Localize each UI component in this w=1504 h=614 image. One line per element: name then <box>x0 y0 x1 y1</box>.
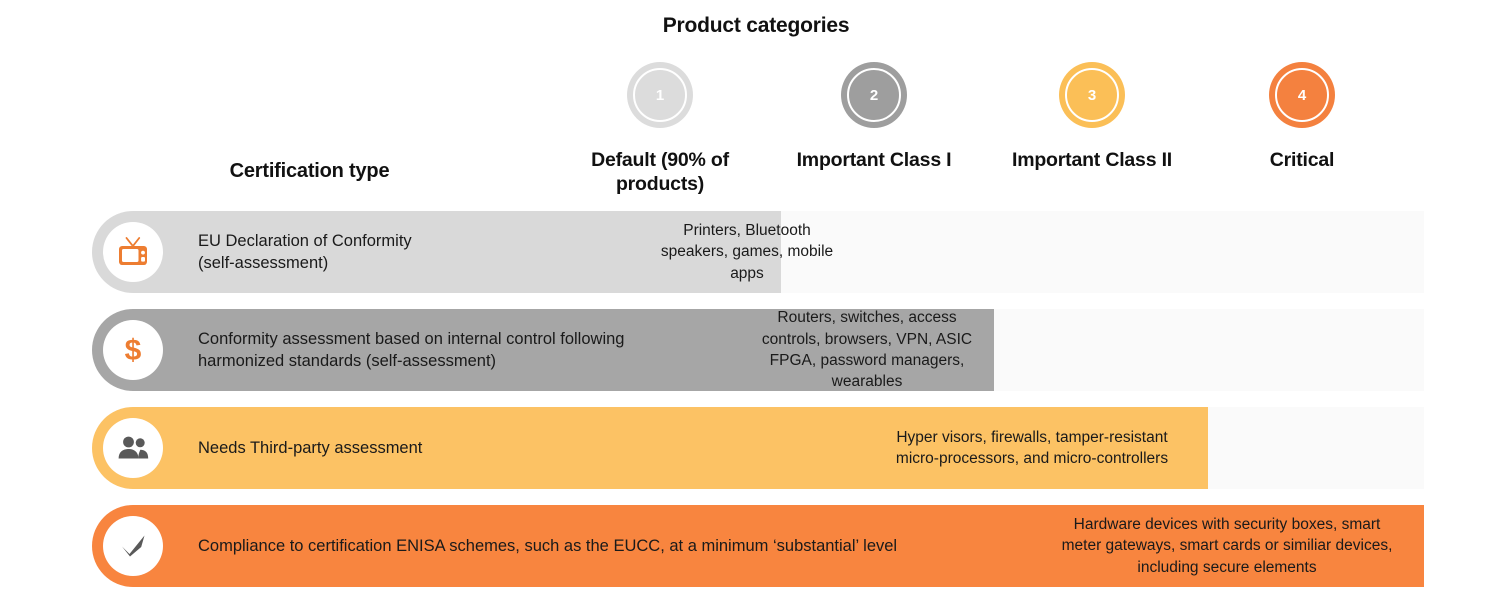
category-badge-ring-2 <box>847 68 901 122</box>
category-badge-1: 1 <box>627 62 693 128</box>
header-row: Certification type 1 Default (90% of pro… <box>0 0 1504 205</box>
row-example-3: Hyper visors, firewalls, tamper-resistan… <box>895 428 1169 467</box>
category-column-2: 2 Important Class I <box>774 62 974 173</box>
row-icon-badge-1 <box>103 222 163 282</box>
row-description-2: Conformity assessment based on internal … <box>198 329 625 370</box>
row-description-4: Compliance to certification ENISA scheme… <box>198 536 898 555</box>
retro-tv-icon <box>116 236 150 268</box>
category-column-4: 4 Critical <box>1202 62 1402 173</box>
category-number-2: 2 <box>869 86 879 104</box>
row-fill-3 <box>92 407 1208 489</box>
row-example-1: Printers, Bluetooth speakers, games, mob… <box>660 221 834 282</box>
category-label-1: Default (90% of products) <box>591 149 729 195</box>
row-icon-badge-2: $ <box>103 320 163 380</box>
category-badge-ring-4 <box>1275 68 1329 122</box>
category-badge-4: 4 <box>1269 62 1335 128</box>
category-label-4: Critical <box>1269 149 1335 171</box>
table-row: Compliance to certification ENISA scheme… <box>92 505 1424 587</box>
table-row: $ Conformity assessment based on interna… <box>92 309 1424 391</box>
row-description-1: EU Declaration of Conformity (self-asses… <box>198 231 412 272</box>
page-title-text: Product categories <box>662 14 850 37</box>
category-badge-2: 2 <box>841 62 907 128</box>
page-title: Product categories <box>0 14 1504 38</box>
category-badge-3: 3 <box>1059 62 1125 128</box>
category-label-3: Important Class II <box>1011 149 1173 171</box>
category-number-4: 4 <box>1297 86 1307 104</box>
checkmark-icon <box>117 531 149 561</box>
row-fill-4 <box>92 505 1424 587</box>
category-number-3: 3 <box>1087 86 1097 104</box>
row-icon-badge-3 <box>103 418 163 478</box>
svg-text:$: $ <box>125 334 142 367</box>
row-description-3: Needs Third-party assessment <box>198 438 423 457</box>
table-row: Needs Third-party assessment Hyper visor… <box>92 407 1424 489</box>
row-example-2: Routers, switches, access controls, brow… <box>761 309 973 391</box>
category-number-1: 1 <box>655 86 665 104</box>
category-column-1: 1 Default (90% of products) <box>560 62 760 197</box>
category-column-3: 3 Important Class II <box>988 62 1196 173</box>
row-fill-1 <box>92 211 781 293</box>
dollar-sign-icon: $ <box>120 333 146 367</box>
row-icon-badge-4 <box>103 516 163 576</box>
row-example-4: Hardware devices with security boxes, sm… <box>1061 515 1393 576</box>
table-row: EU Declaration of Conformity (self-asses… <box>92 211 1424 293</box>
certification-type-header: Certification type <box>229 160 390 182</box>
category-badge-ring-3 <box>1065 68 1119 122</box>
category-badge-ring-1 <box>633 68 687 122</box>
category-label-2: Important Class I <box>796 149 952 171</box>
people-icon <box>116 435 150 461</box>
row-fill-2 <box>92 309 994 391</box>
